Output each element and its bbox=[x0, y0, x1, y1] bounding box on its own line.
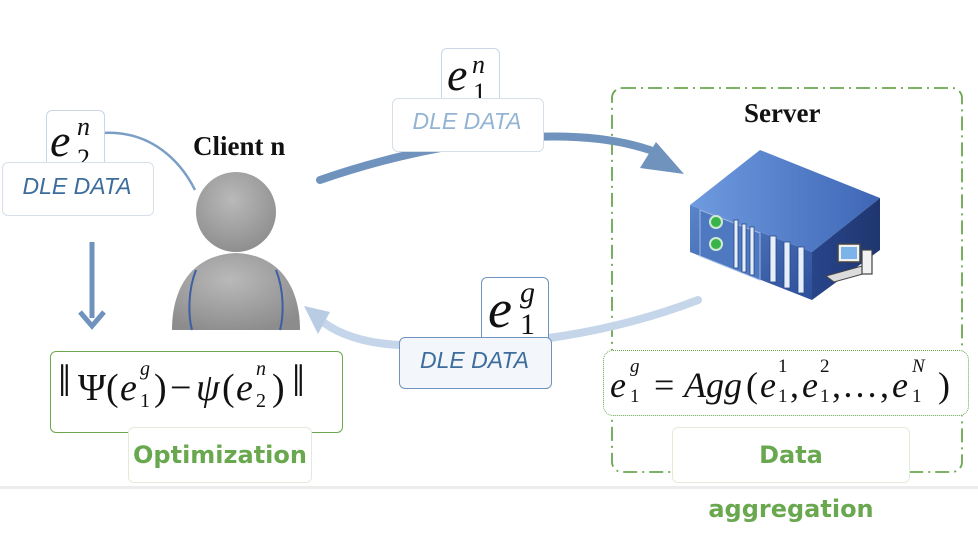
upload-symbol: e n 1 bbox=[447, 40, 497, 106]
paren-open-2: ( bbox=[222, 367, 235, 409]
optimization-label: Optimization bbox=[128, 427, 312, 483]
upload-symbol-base: e bbox=[447, 49, 468, 100]
agg-arg1-sup: 1 bbox=[778, 356, 788, 377]
psi-lower: ψ bbox=[196, 367, 220, 409]
local-connector bbox=[101, 131, 197, 191]
download-symbol-base: e bbox=[488, 279, 512, 339]
agg-argN-base: e bbox=[892, 365, 908, 405]
download-symbol-box bbox=[481, 277, 549, 345]
agg-equals: = bbox=[654, 365, 675, 405]
left-arg-sub: 1 bbox=[140, 390, 150, 412]
download-symbol: e g 1 bbox=[488, 272, 544, 341]
bottom-rule bbox=[0, 486, 978, 489]
left-arg-sup: g bbox=[140, 358, 150, 380]
aggregation-formula: e g 1 = Agg ( e 1 1 , e 2 1 , … , e N 1 … bbox=[610, 352, 964, 412]
right-arg-sub: 2 bbox=[256, 390, 266, 412]
server-title: Server bbox=[744, 98, 821, 128]
upload-label-box bbox=[392, 98, 544, 152]
paren-open-1: ( bbox=[106, 367, 119, 409]
agg-ellipsis: … bbox=[842, 365, 878, 405]
minus-sign: − bbox=[170, 367, 192, 409]
local-label: DLE DATA bbox=[22, 173, 132, 199]
server-icon bbox=[690, 150, 880, 300]
agg-lhs-sup: g bbox=[630, 356, 640, 377]
agg-comma-1: , bbox=[790, 365, 799, 405]
download-label: DLE DATA bbox=[419, 347, 530, 373]
local-symbol-base: e bbox=[50, 115, 71, 166]
optimization-formula: ‖ Ψ ( e g 1 ) − ψ ( e n 2 ) ‖ bbox=[56, 352, 338, 428]
client-person-icon bbox=[172, 172, 300, 331]
local-label-box bbox=[2, 162, 154, 216]
diagram-canvas bbox=[78, 87, 963, 473]
agg-arg2-sub: 1 bbox=[820, 386, 830, 407]
download-symbol-sub: 1 bbox=[520, 308, 535, 341]
download-symbol-sup: g bbox=[520, 276, 535, 309]
paren-close-1: ) bbox=[154, 367, 167, 409]
agg-lhs-sub: 1 bbox=[630, 386, 640, 407]
norm-right-bar: ‖ bbox=[292, 355, 305, 406]
agg-arg1-base: e bbox=[760, 365, 776, 405]
agg-arg1-sub: 1 bbox=[778, 386, 788, 407]
agg-lhs-base: e bbox=[610, 365, 626, 405]
upload-symbol-box bbox=[441, 48, 500, 106]
right-arg-sup: n bbox=[256, 358, 266, 380]
agg-arg2-sup: 2 bbox=[820, 356, 830, 377]
right-arg-base: e bbox=[236, 367, 253, 409]
agg-arg2-base: e bbox=[802, 365, 818, 405]
upload-arrowhead bbox=[640, 142, 684, 174]
agg-comma-2: , bbox=[832, 365, 841, 405]
agg-argN-sup: N bbox=[912, 356, 925, 377]
upload-label: DLE DATA bbox=[412, 108, 522, 134]
upload-symbol-sup: n bbox=[472, 50, 485, 79]
psi-upper: Ψ bbox=[78, 367, 107, 409]
left-arg-base: e bbox=[120, 367, 137, 409]
download-arrowhead bbox=[304, 306, 330, 334]
agg-comma-3: , bbox=[880, 365, 889, 405]
agg-paren-open: ( bbox=[746, 365, 758, 405]
aggregation-label: Data aggregation bbox=[672, 427, 910, 523]
norm-left-bar: ‖ bbox=[58, 355, 71, 406]
local-symbol-sup: n bbox=[77, 112, 90, 141]
aggregation-formula-box bbox=[603, 350, 969, 416]
download-label-box bbox=[399, 337, 552, 389]
optimization-arrowhead bbox=[78, 310, 106, 330]
agg-argN-sub: 1 bbox=[912, 386, 922, 407]
paren-close-2: ) bbox=[272, 367, 285, 409]
local-symbol: e n 2 bbox=[50, 104, 100, 172]
client-title: Client n bbox=[193, 131, 286, 161]
optimization-formula-box bbox=[50, 351, 343, 433]
agg-func: Agg bbox=[684, 365, 742, 405]
agg-paren-close: ) bbox=[938, 365, 950, 405]
